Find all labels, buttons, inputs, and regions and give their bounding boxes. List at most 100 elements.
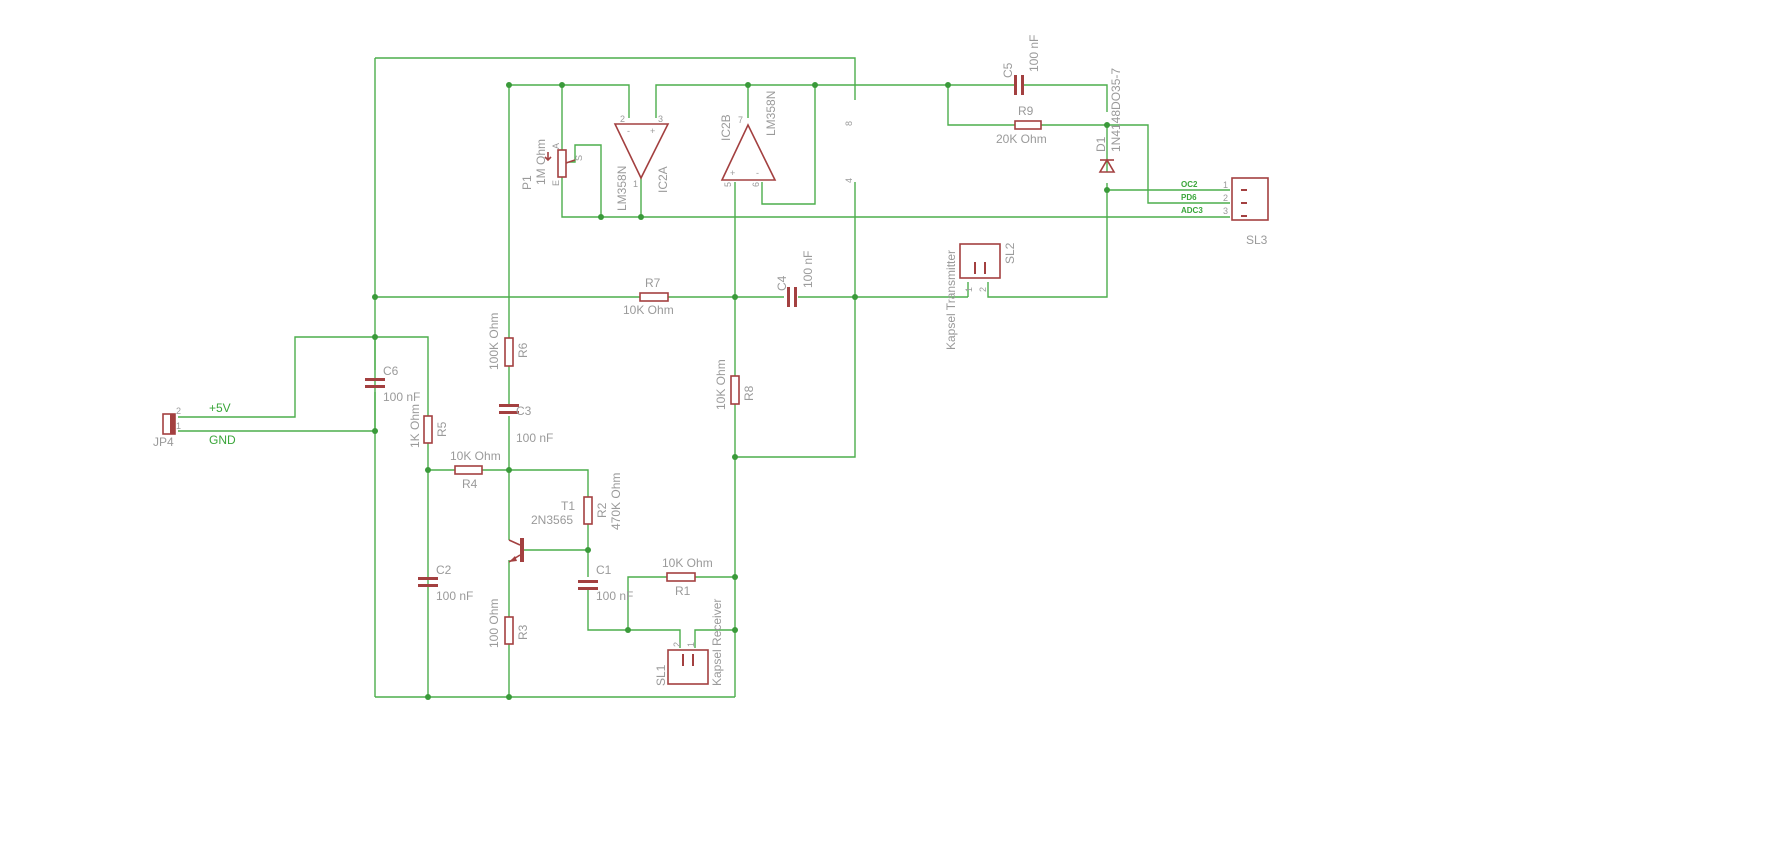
p1-value: 1M Ohm xyxy=(534,139,548,185)
svg-text:2: 2 xyxy=(978,287,988,292)
resistor-r4: 10K Ohm R4 xyxy=(450,449,501,491)
svg-text:+: + xyxy=(730,168,735,178)
svg-text:5: 5 xyxy=(723,182,733,187)
resistor-r1: 10K Ohm R1 xyxy=(662,556,713,598)
r6-name: R6 xyxy=(516,342,530,358)
r3-name: R3 xyxy=(516,624,530,640)
ic2a-type: LM358N xyxy=(615,166,629,211)
svg-text:1: 1 xyxy=(1223,180,1228,190)
svg-text:2: 2 xyxy=(672,642,682,647)
r3-value: 100 Ohm xyxy=(487,599,501,648)
c2-name: C2 xyxy=(436,563,452,577)
sl2-value: Kapsel Transmitter xyxy=(944,250,958,350)
c5-name: C5 xyxy=(1001,62,1015,78)
svg-text:1: 1 xyxy=(176,421,181,431)
r1-value: 10K Ohm xyxy=(662,556,713,570)
p1-pin-a: A xyxy=(551,143,561,149)
junctions xyxy=(372,82,1110,700)
c6-value: 100 nF xyxy=(383,390,420,404)
r7-name: R7 xyxy=(645,276,661,290)
resistor-r8: R8 10K Ohm xyxy=(714,359,756,410)
p1-pin-e: E xyxy=(551,180,561,186)
svg-text:-: - xyxy=(627,126,630,136)
resistor-r5: R5 1K Ohm xyxy=(408,404,449,448)
ic2b-type: LM358N xyxy=(764,91,778,136)
sl2-name: SL2 xyxy=(1003,242,1017,264)
net-pd6: PD6 xyxy=(1181,193,1197,202)
jp4-name: JP4 xyxy=(153,435,174,449)
d1-name: D1 xyxy=(1094,136,1108,152)
potentiometer-p1: P1 1M Ohm A E S xyxy=(520,139,584,190)
c5-value: 100 nF xyxy=(1027,35,1041,72)
resistor-r7: R7 10K Ohm xyxy=(623,276,674,317)
svg-text:1: 1 xyxy=(633,179,638,189)
r5-value: 1K Ohm xyxy=(408,404,422,448)
resistor-r6: R6 100K Ohm xyxy=(487,313,530,370)
opamp-ic2a: - + 2 3 1 LM358N IC2A xyxy=(613,114,670,211)
opamp-ic2b: + - 7 5 6 IC2B LM358N xyxy=(719,91,778,187)
r6-value: 100K Ohm xyxy=(487,313,501,370)
sl3-name: SL3 xyxy=(1246,233,1268,247)
r9-name: R9 xyxy=(1018,104,1034,118)
c2-value: 100 nF xyxy=(436,589,473,603)
r2-name: R2 xyxy=(595,502,609,518)
wires xyxy=(178,57,1230,698)
svg-text:2: 2 xyxy=(176,406,181,416)
c1-value: 100 nF xyxy=(596,589,633,603)
ic2a-name: IC2A xyxy=(656,166,670,193)
resistor-r2: R2 470K Ohm xyxy=(583,473,623,530)
r4-value: 10K Ohm xyxy=(450,449,501,463)
svg-text:1: 1 xyxy=(964,287,974,292)
c3-value: 100 nF xyxy=(516,431,553,445)
t1-name: T1 xyxy=(561,499,575,513)
svg-text:2: 2 xyxy=(620,114,625,124)
capacitor-c2: C2 100 nF xyxy=(418,563,473,603)
svg-text:2: 2 xyxy=(1223,193,1228,203)
capacitor-c6: C6 100 nF xyxy=(365,364,420,404)
d1-value: 1N4148DO35-7 xyxy=(1109,68,1123,152)
diode-d1: D1 1N4148DO35-7 xyxy=(1094,68,1123,173)
net-gnd: GND xyxy=(209,433,236,447)
ic2b-name: IC2B xyxy=(719,114,733,141)
connector-sl3: 1 2 3 OC2 PD6 ADC3 SL3 xyxy=(1181,177,1269,247)
r8-value: 10K Ohm xyxy=(714,359,728,410)
jumper-jp4: 2 1 JP4 +5V GND xyxy=(153,401,236,449)
resistor-r3: R3 100 Ohm xyxy=(487,599,530,648)
connector-sl1: 2 1 SL1 Kapsel Receiver xyxy=(654,599,724,686)
svg-text:1: 1 xyxy=(686,642,696,647)
r1-name: R1 xyxy=(675,584,691,598)
c6-name: C6 xyxy=(383,364,399,378)
c4-value: 100 nF xyxy=(801,251,815,288)
connector-sl2: 1 2 SL2 Kapsel Transmitter xyxy=(944,242,1017,350)
r9-value: 20K Ohm xyxy=(996,132,1047,146)
transistor-t1: T1 2N3565 xyxy=(508,499,575,563)
t1-type: 2N3565 xyxy=(531,513,573,527)
capacitor-c4: C4 100 nF xyxy=(775,251,815,307)
r4-name: R4 xyxy=(462,477,478,491)
svg-text:6: 6 xyxy=(751,182,761,187)
sl1-name: SL1 xyxy=(654,664,668,686)
p1-name: P1 xyxy=(520,175,534,190)
svg-text:7: 7 xyxy=(738,115,743,125)
net-adc3: ADC3 xyxy=(1181,206,1203,215)
svg-text:3: 3 xyxy=(658,114,663,124)
r5-name: R5 xyxy=(435,421,449,437)
svg-text:8: 8 xyxy=(844,121,854,126)
c1-name: C1 xyxy=(596,563,612,577)
r8-name: R8 xyxy=(742,385,756,401)
capacitor-c3: C3 100 nF xyxy=(499,404,553,445)
c4-name: C4 xyxy=(775,275,789,291)
svg-text:3: 3 xyxy=(1223,206,1228,216)
net-vcc: +5V xyxy=(209,401,231,415)
capacitor-c5: C5 100 nF xyxy=(1001,35,1041,95)
svg-text:-: - xyxy=(756,168,759,178)
net-oc2: OC2 xyxy=(1181,180,1198,189)
svg-text:+: + xyxy=(650,126,655,136)
ic2-power-pins: 8 4 xyxy=(844,121,854,183)
r2-value: 470K Ohm xyxy=(609,473,623,530)
capacitor-c1: C1 100 nF xyxy=(578,563,633,603)
svg-text:4: 4 xyxy=(844,178,854,183)
c3-name: C3 xyxy=(516,404,532,418)
r7-value: 10K Ohm xyxy=(623,303,674,317)
